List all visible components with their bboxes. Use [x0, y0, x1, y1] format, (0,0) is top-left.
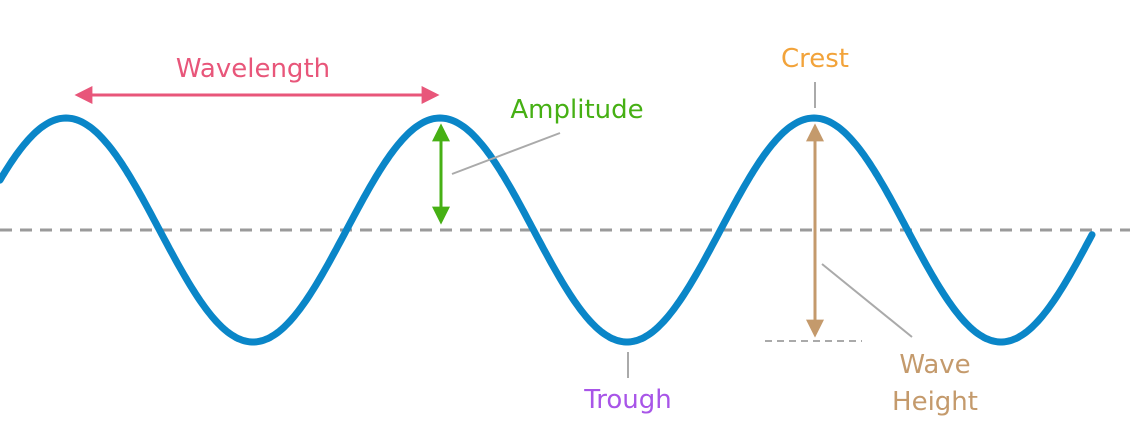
wave-height-leader-line [821, 263, 913, 338]
amplitude-leader-line [451, 132, 561, 175]
trough-label: Trough [583, 385, 672, 415]
crest-label: Crest [781, 44, 849, 74]
wave-height-label-line2: Height [892, 387, 978, 417]
amplitude-label: Amplitude [510, 95, 643, 125]
wavelength-label: Wavelength [176, 54, 330, 84]
sine-wave [0, 114, 1096, 346]
wave-height-label-line1: Wave [899, 350, 970, 380]
